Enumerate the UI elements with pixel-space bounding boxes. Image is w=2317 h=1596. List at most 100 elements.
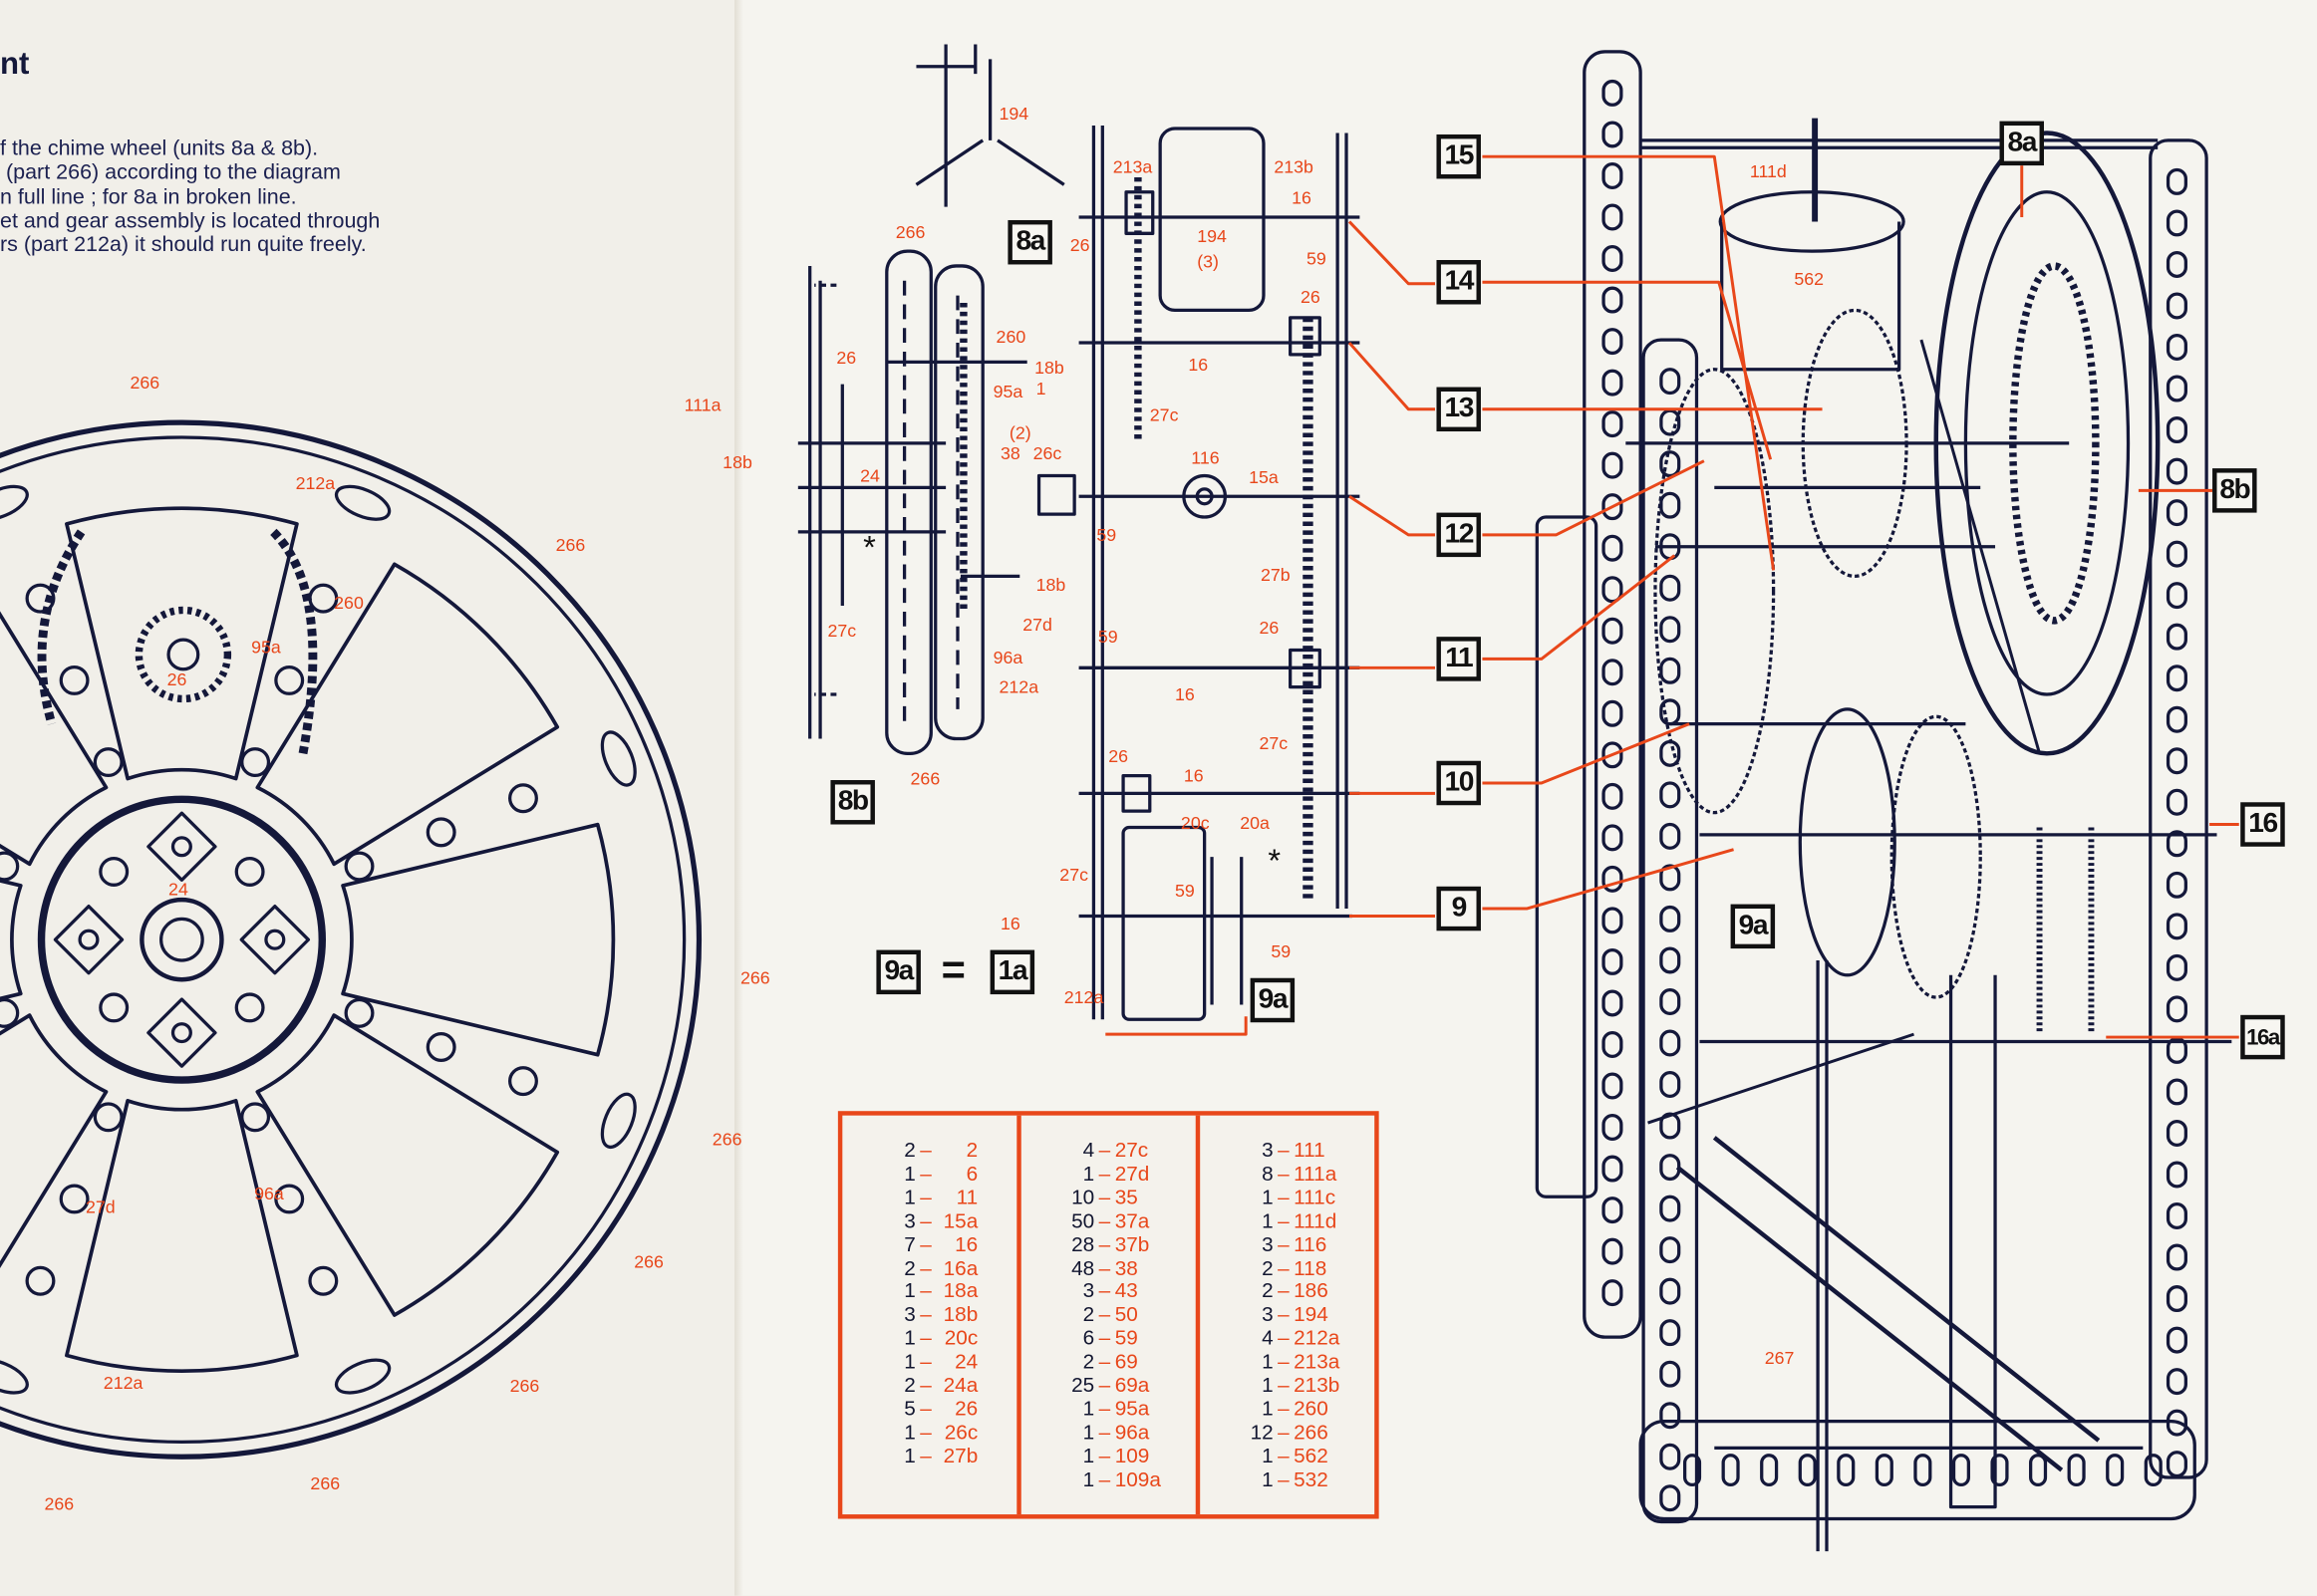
dash: – [1094, 1421, 1114, 1445]
parts-row: 2–2 [842, 1139, 1016, 1163]
callout-label: 26 [167, 669, 187, 690]
strip-hole [2169, 1080, 2186, 1104]
parts-row: 50–37a [1021, 1209, 1196, 1233]
wheel-window [0, 1015, 106, 1315]
part-quantity: 48 [1021, 1256, 1094, 1280]
part-quantity: 1 [842, 1163, 915, 1187]
part-number: 260 [1294, 1398, 1356, 1422]
part-number: 111a [1294, 1163, 1356, 1187]
parts-row: 1–96a [1021, 1421, 1196, 1445]
part-number: 27d [1115, 1163, 1178, 1187]
part-number: 186 [1294, 1280, 1356, 1304]
part-quantity: 1 [1200, 1445, 1273, 1468]
strip-hole [2169, 956, 2186, 980]
rim-slot [332, 480, 394, 526]
part-number: 11 [936, 1187, 978, 1210]
parts-row: 1–213a [1200, 1351, 1374, 1375]
callout-label: 26 [1260, 618, 1280, 639]
strip-hole [1661, 741, 1679, 765]
callout-label: 16 [1188, 355, 1208, 376]
hub-bolt-plate [148, 999, 215, 1066]
strip-hole [2169, 1328, 2186, 1352]
callout-label: 27c [1150, 404, 1179, 425]
wheel-window [0, 825, 21, 1055]
dash: – [1274, 1233, 1294, 1257]
callout-label: 16 [1184, 765, 1204, 786]
wheel-hole [61, 667, 88, 694]
dash: – [916, 1304, 936, 1328]
intro-text: f the chime wheel (units 8a & 8b). (part… [0, 137, 380, 258]
wheel-hub [42, 799, 323, 1080]
dash: – [1094, 1304, 1114, 1328]
strip-hole [2169, 1245, 2186, 1269]
strip-hole [1661, 1156, 1679, 1180]
strip-hole [1603, 991, 1621, 1015]
callout-label: 266 [896, 221, 926, 242]
strip-hole [2169, 666, 2186, 690]
wheel-hole [310, 585, 337, 612]
part-number: 18a [936, 1280, 978, 1304]
part-number: 109 [1115, 1445, 1178, 1468]
step-marker-16a: 16a [2240, 1015, 2284, 1059]
callout-label: 16 [1001, 913, 1020, 933]
part-number: 26c [936, 1421, 978, 1445]
part-number: 24 [936, 1351, 978, 1375]
dash: – [1094, 1445, 1114, 1468]
part-quantity: 1 [1021, 1445, 1094, 1468]
step-marker-8b: 8b [830, 780, 874, 824]
wheel-window [67, 1101, 297, 1371]
wheel-rim [0, 422, 699, 1457]
strip-hole [1603, 330, 1621, 354]
wheel-hole [510, 785, 537, 812]
strip-hole [2169, 625, 2186, 649]
strip-hole [2169, 336, 2186, 360]
dash: – [1274, 1280, 1294, 1304]
part-quantity: 1 [842, 1351, 915, 1375]
callout-label: 260 [997, 327, 1026, 348]
strip-hole [1603, 247, 1621, 271]
part-number: 18b [936, 1304, 978, 1328]
bolt [266, 931, 284, 948]
dash: – [916, 1398, 936, 1422]
step-marker-11: 11 [1436, 637, 1480, 680]
dash: – [1094, 1351, 1114, 1375]
strip-hole [1603, 82, 1621, 106]
dash: – [1094, 1327, 1114, 1351]
strip-hole [2169, 459, 2186, 483]
step-marker-8b: 8b [2212, 468, 2256, 512]
rim-slot [0, 480, 32, 526]
strip-hole [2169, 211, 2186, 235]
callout-label: 212a [1064, 987, 1104, 1008]
part-number: 562 [1294, 1445, 1356, 1468]
strip-hole [2069, 1456, 2084, 1485]
callout-label: 27c [1059, 865, 1088, 886]
strip-hole [1877, 1456, 1891, 1485]
callout-label: 213a [1113, 156, 1153, 177]
part-quantity: 1 [1200, 1374, 1273, 1398]
part-number: 69 [1115, 1351, 1178, 1375]
chime-wheel-drawing [0, 422, 699, 1457]
callout-label: 18b [1036, 575, 1066, 596]
strip-hole [1661, 1197, 1679, 1220]
parts-row: 1–213b [1200, 1374, 1374, 1398]
parts-row: 48–38 [1021, 1256, 1196, 1280]
strip-hole [1723, 1456, 1738, 1485]
callout-label: 27c [1260, 733, 1289, 754]
callout-label: 18b [723, 452, 752, 473]
part-number: 38 [1115, 1256, 1178, 1280]
part-quantity: 6 [1021, 1327, 1094, 1351]
wheel-window [343, 825, 613, 1055]
parts-row: 2–24a [842, 1374, 1016, 1398]
section-heading: nt [0, 47, 29, 83]
callout-label: 59 [1271, 941, 1291, 962]
wheel-hole [95, 1104, 122, 1131]
part-number: 27b [936, 1445, 978, 1468]
wheel-hole [346, 1000, 373, 1027]
parts-row: 2–16a [842, 1256, 1016, 1280]
dash: – [1274, 1374, 1294, 1398]
callout-label: (3) [1197, 251, 1219, 272]
dash: – [1274, 1468, 1294, 1492]
strip-hole [2169, 1287, 2186, 1311]
parts-row: 28–37b [1021, 1233, 1196, 1257]
